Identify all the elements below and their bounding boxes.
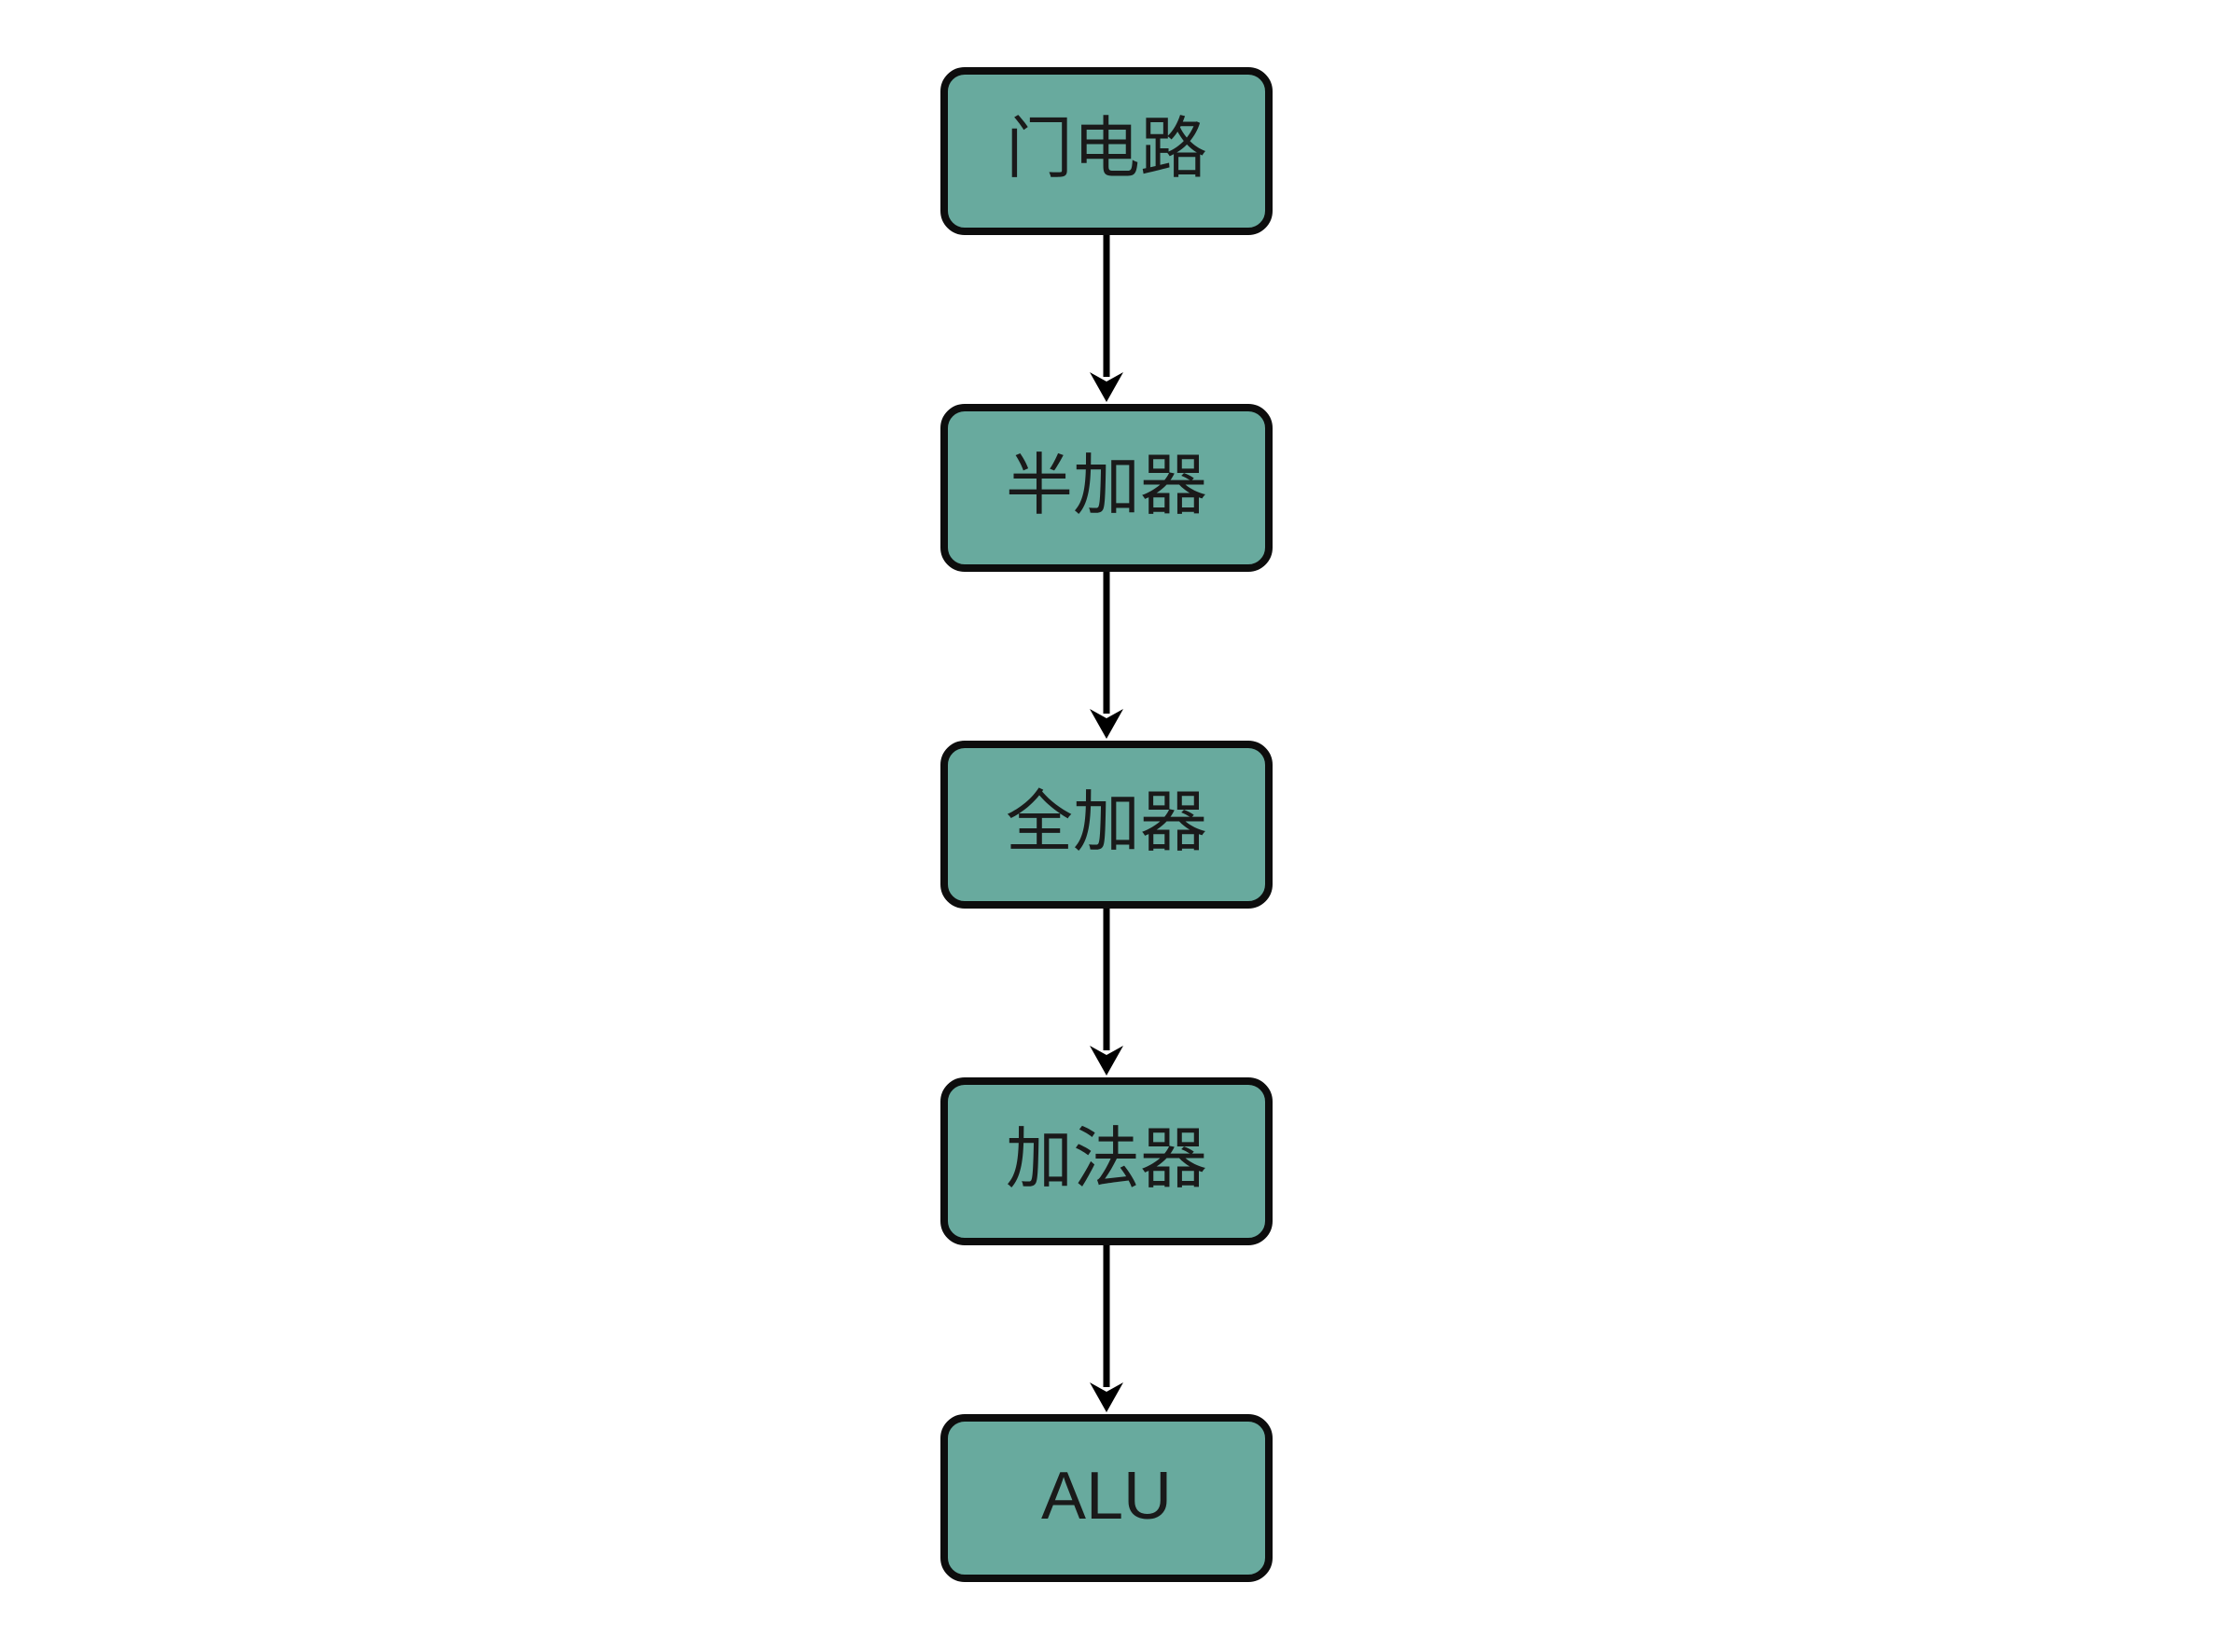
node-alu-label: ALU — [1040, 1459, 1173, 1534]
arrow-down-icon — [1090, 1245, 1123, 1412]
arrow-down-icon — [1090, 572, 1123, 739]
node-adder: 加法器 — [940, 1077, 1273, 1245]
node-gate-circuit-label: 门电路 — [1005, 112, 1207, 187]
node-full-adder: 全加器 — [940, 741, 1273, 909]
arrow-down-icon — [1090, 235, 1123, 402]
node-adder-label: 加法器 — [1005, 1122, 1207, 1197]
node-alu: ALU — [940, 1414, 1273, 1582]
node-half-adder-label: 半加器 — [1005, 449, 1207, 523]
node-half-adder: 半加器 — [940, 404, 1273, 572]
arrow-down-icon — [1090, 909, 1123, 1076]
node-full-adder-label: 全加器 — [1005, 785, 1207, 860]
node-gate-circuit: 门电路 — [940, 67, 1273, 235]
